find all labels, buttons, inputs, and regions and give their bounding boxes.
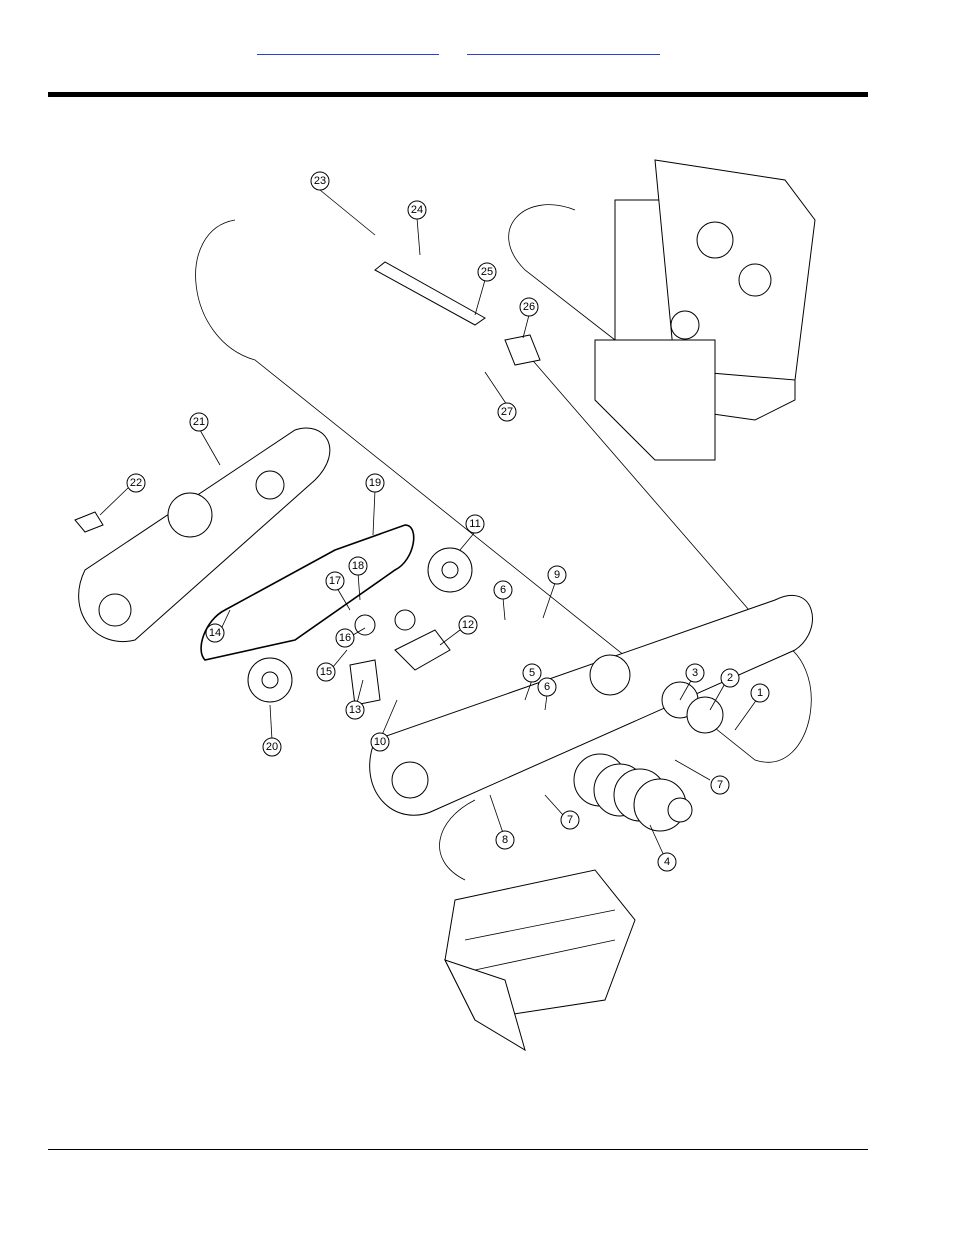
- callout-8: 8: [489, 794, 515, 850]
- callout-7b: 7: [544, 794, 580, 830]
- svg-text:15: 15: [320, 666, 332, 678]
- sprocket-stack-4: [573, 753, 693, 832]
- header-links: [0, 38, 954, 58]
- shaft-25: [374, 261, 486, 326]
- metering-unit: [444, 869, 636, 1052]
- svg-text:13: 13: [349, 704, 361, 716]
- chain-case-8: [369, 594, 813, 816]
- svg-text:12: 12: [462, 619, 474, 631]
- svg-text:4: 4: [664, 856, 670, 868]
- svg-text:6: 6: [500, 584, 506, 596]
- callout-25: 25: [474, 262, 497, 316]
- callout-6a: 6: [493, 580, 513, 621]
- svg-text:17: 17: [329, 575, 341, 587]
- svg-text:20: 20: [266, 741, 278, 753]
- svg-text:14: 14: [209, 627, 221, 639]
- callout-22: 22: [99, 473, 146, 516]
- bushing-13: [349, 659, 381, 706]
- svg-text:10: 10: [374, 736, 386, 748]
- svg-text:7: 7: [717, 779, 723, 791]
- callout-7a: 7: [674, 759, 730, 795]
- callout-2: 2: [709, 668, 740, 711]
- callout-3: 3: [679, 663, 705, 701]
- svg-text:21: 21: [193, 416, 205, 428]
- knob-22: [74, 511, 104, 533]
- callout-11: 11: [459, 514, 485, 551]
- svg-text:26: 26: [523, 301, 535, 313]
- parts-diagram: 1 2 3 4 5 6 6 7 7 8 9 10: [55, 140, 825, 1080]
- callout-13: 13: [345, 679, 365, 720]
- callout-15: 15: [316, 649, 348, 682]
- svg-text:9: 9: [554, 569, 560, 581]
- header-link-1[interactable]: [257, 38, 439, 55]
- svg-text:6: 6: [544, 681, 550, 693]
- header-link-2[interactable]: [467, 38, 660, 55]
- svg-text:7: 7: [567, 814, 573, 826]
- svg-text:23: 23: [314, 175, 326, 187]
- svg-text:19: 19: [369, 477, 381, 489]
- bottom-rule: [48, 1149, 868, 1150]
- callout-1: 1: [734, 683, 770, 731]
- coupler-26: [504, 334, 541, 366]
- svg-text:22: 22: [130, 477, 142, 489]
- callout-9: 9: [542, 565, 567, 619]
- svg-text:25: 25: [481, 266, 493, 278]
- chain-19: [200, 524, 415, 661]
- svg-text:3: 3: [692, 667, 698, 679]
- idler-16: [354, 614, 376, 636]
- flange-2: [686, 696, 724, 734]
- callout-6b: 6: [537, 677, 557, 711]
- svg-text:1: 1: [757, 687, 763, 699]
- callout-10: 10: [370, 699, 398, 752]
- svg-text:5: 5: [529, 667, 535, 679]
- svg-text:16: 16: [339, 632, 351, 644]
- callout-19: 19: [365, 473, 385, 536]
- svg-text:2: 2: [727, 672, 733, 684]
- callout-24: 24: [407, 200, 427, 256]
- callout-16: 16: [335, 627, 366, 648]
- callout-26: 26: [519, 297, 539, 339]
- svg-text:11: 11: [469, 518, 480, 530]
- svg-text:18: 18: [352, 560, 364, 572]
- svg-text:24: 24: [411, 204, 423, 216]
- upper-housing-outline: [195, 219, 812, 763]
- gearbox-assembly: [508, 159, 816, 461]
- callout-23: 23: [310, 171, 376, 236]
- bracket-12: [394, 629, 451, 671]
- callout-18: 18: [348, 556, 368, 601]
- callout-14: 14: [205, 609, 231, 643]
- callout-12: 12: [439, 615, 478, 646]
- callout-17: 17: [325, 571, 351, 611]
- callout-4: 4: [649, 824, 677, 872]
- callout-21: 21: [189, 412, 221, 466]
- top-rule: [48, 92, 868, 97]
- callout-27: 27: [484, 371, 517, 422]
- callout-20: 20: [262, 704, 282, 757]
- svg-text:8: 8: [502, 834, 508, 846]
- svg-text:27: 27: [501, 406, 513, 418]
- callout-5: 5: [522, 663, 542, 701]
